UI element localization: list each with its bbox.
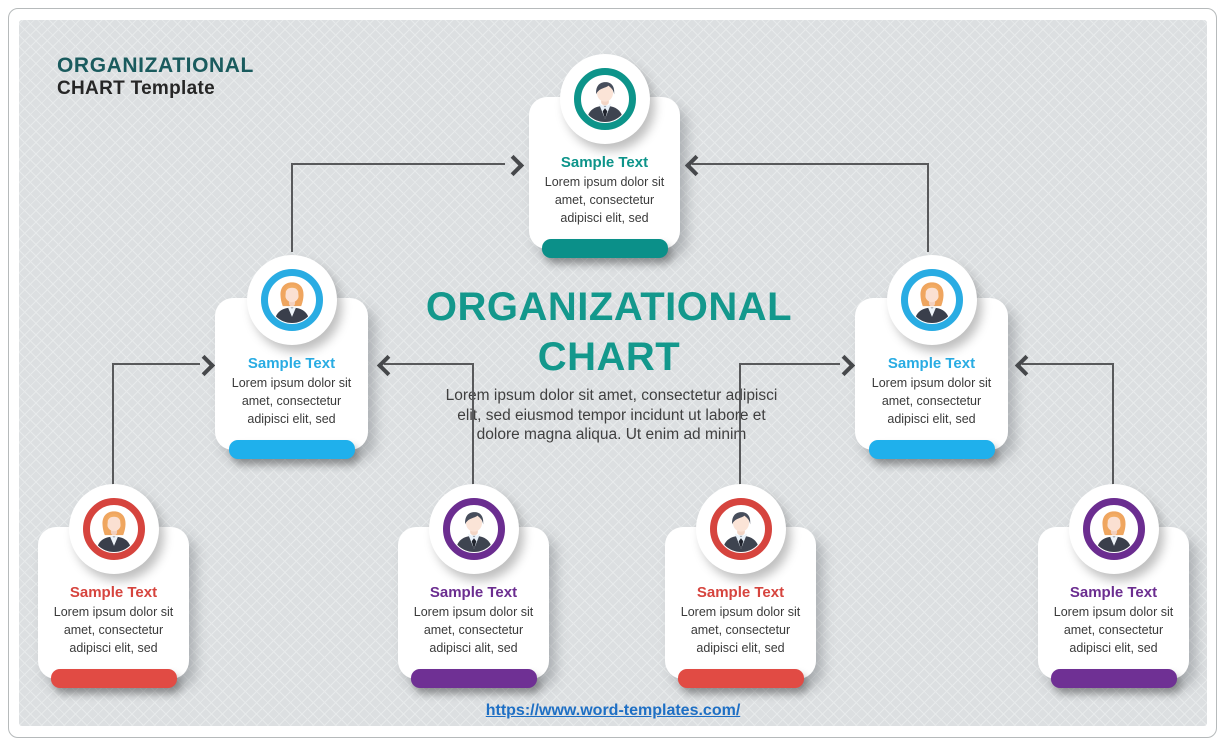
avatar-ring: [709, 498, 772, 560]
page-heading-line2: CHART Template: [57, 78, 215, 100]
card-pill: [228, 440, 355, 459]
card-pill: [50, 669, 177, 688]
page-heading-line1: ORGANIZATIONAL: [57, 54, 254, 77]
connector-bottom3-horizontal: [739, 363, 840, 365]
org-card-bottom-1: Sample Text Lorem ipsum dolor sit amet, …: [38, 484, 189, 688]
connector-bottom4-horizontal: [1022, 363, 1114, 365]
arrow-into-midleft-card-right-icon: [376, 354, 399, 377]
footer: https://www.word-templates.com/: [19, 702, 1207, 720]
arrow-into-top-card-left-icon: [502, 154, 525, 177]
avatar-female-icon: [1090, 506, 1137, 552]
connector-bottom3-vertical: [739, 363, 741, 487]
avatar-female-icon: [908, 277, 955, 323]
card-pill: [410, 669, 537, 688]
connector-bottom1-horizontal: [112, 363, 200, 365]
avatar-ring: [442, 498, 505, 560]
website-link[interactable]: https://www.word-templates.com/: [485, 702, 741, 719]
arrow-into-midright-card-left-icon: [833, 354, 856, 377]
chart-main-title-line1: ORGANIZATIONAL: [425, 285, 793, 329]
chart-canvas: ORGANIZATIONAL CHART Template ORGANIZATI…: [19, 20, 1207, 726]
org-card-top: Sample Text Lorem ipsum dolor sit amet, …: [529, 54, 680, 258]
avatar: [1068, 484, 1159, 574]
connector-midright-to-top-horizontal: [692, 163, 929, 165]
card-title: Sample Text: [69, 584, 158, 601]
avatar: [68, 484, 159, 574]
avatar-male-icon: [450, 506, 497, 552]
avatar-female-icon: [268, 277, 315, 323]
page-heading: ORGANIZATIONAL CHART Template: [57, 54, 254, 100]
connector-bottom1-vertical: [112, 363, 114, 487]
card-pill: [541, 239, 668, 258]
org-card-bottom-2: Sample Text Lorem ipsum dolor sit amet, …: [398, 484, 549, 688]
org-card-bottom-3: Sample Text Lorem ipsum dolor sit amet, …: [665, 484, 816, 688]
connector-midleft-to-top-horizontal: [291, 163, 505, 165]
card-body: Lorem ipsum dolor sit amet, consectetur …: [413, 605, 534, 655]
card-title: Sample Text: [696, 584, 785, 601]
avatar-male-icon: [581, 76, 628, 122]
card-body: Lorem ipsum dolor sit amet, consectetur …: [680, 605, 801, 655]
card-pill: [1050, 669, 1177, 688]
avatar-ring: [900, 269, 963, 331]
card-body: Lorem ipsum dolor sit amet, consectetur …: [231, 376, 352, 426]
card-title: Sample Text: [1069, 584, 1158, 601]
chart-description: Lorem ipsum dolor sit amet, consectetur …: [445, 387, 778, 444]
card-body: Lorem ipsum dolor sit amet, consectetur …: [1053, 605, 1174, 655]
arrow-into-top-card-right-icon: [684, 154, 707, 177]
avatar: [886, 255, 977, 345]
card-title: Sample Text: [247, 355, 336, 372]
avatar: [695, 484, 786, 574]
avatar: [428, 484, 519, 574]
arrow-into-midright-card-right-icon: [1014, 354, 1037, 377]
card-title: Sample Text: [560, 154, 649, 171]
avatar-male-icon: [717, 506, 764, 552]
org-card-bottom-4: Sample Text Lorem ipsum dolor sit amet, …: [1038, 484, 1189, 688]
connector-bottom4-vertical: [1112, 363, 1114, 487]
connector-bottom2-horizontal: [384, 363, 474, 365]
connector-midleft-to-top-vertical: [291, 163, 293, 252]
arrow-into-midleft-card-left-icon: [193, 354, 216, 377]
card-body: Lorem ipsum dolor sit amet, consectetur …: [544, 175, 665, 225]
chart-main-title-line2: CHART: [537, 335, 681, 379]
page-border: [8, 8, 1217, 738]
avatar-female-icon: [90, 506, 137, 552]
avatar: [559, 54, 650, 144]
org-card-mid-right: Sample Text Lorem ipsum dolor sit amet, …: [855, 255, 1008, 459]
card-body: Lorem ipsum dolor sit amet, consectetur …: [53, 605, 174, 655]
card-body: Lorem ipsum dolor sit amet, consectetur …: [871, 376, 992, 426]
avatar: [246, 255, 337, 345]
connector-bottom2-vertical: [472, 363, 474, 487]
org-card-mid-left: Sample Text Lorem ipsum dolor sit amet, …: [215, 255, 368, 459]
card-pill: [868, 440, 995, 459]
card-title: Sample Text: [887, 355, 976, 372]
connector-midright-to-top-vertical: [927, 163, 929, 252]
avatar-ring: [260, 269, 323, 331]
avatar-ring: [1082, 498, 1145, 560]
chart-main-title: ORGANIZATIONAL CHART: [404, 282, 814, 382]
card-title: Sample Text: [429, 584, 518, 601]
card-pill: [677, 669, 804, 688]
avatar-ring: [82, 498, 145, 560]
avatar-ring: [573, 68, 636, 130]
